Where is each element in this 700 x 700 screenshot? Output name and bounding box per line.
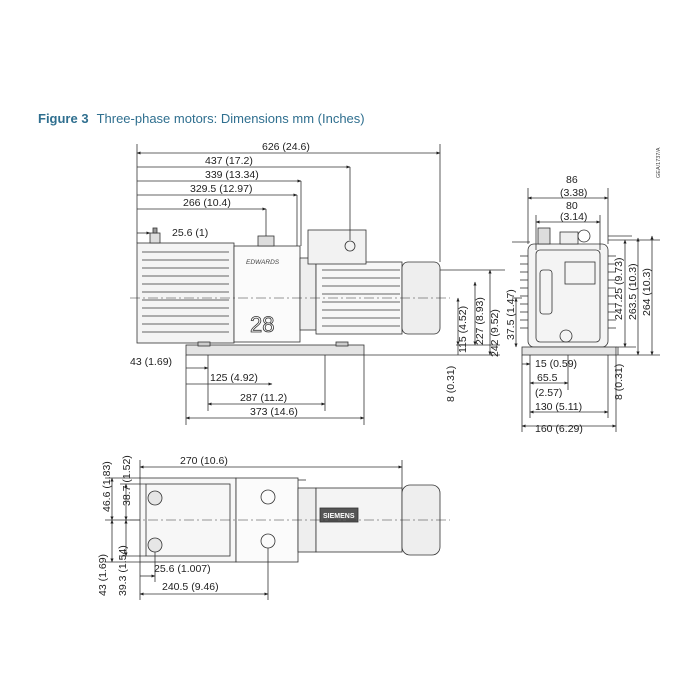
plan-view: SIEMENS: [105, 460, 450, 600]
dim-65-5: 65.5: [537, 372, 558, 384]
dim-339: 339 (13.34): [205, 169, 259, 181]
dim-437: 437 (17.2): [205, 155, 253, 167]
plan-top-dims: [139, 460, 403, 488]
pump-model-number: 28: [250, 312, 274, 337]
figure-caption: Figure 3 Three-phase motors: Dimensions m…: [38, 111, 365, 126]
dim-65-5-inch: (2.57): [535, 387, 562, 399]
side-view: EDWARDS 28: [130, 144, 505, 425]
end-top-dims: [527, 188, 609, 250]
dim-125: 125 (4.92): [210, 372, 258, 384]
side-bottom-dims: [185, 355, 365, 425]
dim-266: 266 (10.4): [183, 197, 231, 209]
pump-logo: EDWARDS: [246, 259, 280, 266]
end-left-dims: [512, 241, 530, 348]
side-top-dims: [136, 144, 441, 262]
dim-80: 80: [566, 200, 578, 212]
dim-46-6: 46.6 (1.83): [101, 461, 113, 512]
side-right-dims: [364, 269, 505, 356]
dim-373: 373 (14.6): [250, 406, 298, 418]
dim-86: 86: [566, 174, 578, 186]
dim-25-6-plan: 25.6 (1.007): [154, 563, 211, 575]
plan-body: [130, 477, 450, 563]
dim-130: 130 (5.11): [535, 401, 582, 413]
figure-title: Three-phase motors: Dimensions mm (Inche…: [96, 111, 365, 126]
dim-247-25: 247.25 (9.73): [613, 258, 625, 320]
dim-37-5: 37.5 (1.47): [505, 289, 517, 340]
dim-264: 264 (10.3): [641, 268, 653, 316]
dim-227: 227 (8.93): [474, 297, 486, 345]
dim-242: 242 (9.52): [489, 309, 501, 357]
dim-240-5: 240.5 (9.46): [162, 581, 219, 593]
pump-body: [130, 227, 450, 356]
dim-39-3: 39.3 (1.54): [117, 545, 129, 596]
plan-left-dims: [105, 477, 146, 563]
dim-86-inch: (3.38): [560, 187, 587, 199]
end-view-labels: 86 (3.38) 80 (3.14) 37.5 (1.47) 247.25 (…: [505, 174, 653, 435]
dim-8: 8 (0.31): [445, 366, 457, 402]
dim-43: 43 (1.69): [130, 356, 172, 368]
dim-15: 15 (0.59): [535, 358, 577, 370]
motor-brand-label: SIEMENS: [323, 513, 355, 520]
end-body: [520, 227, 617, 356]
dim-115: 115 (4.52): [457, 306, 469, 353]
dim-160: 160 (6.29): [535, 423, 583, 435]
dim-270: 270 (10.6): [180, 455, 228, 467]
dim-25-6: 25.6 (1): [172, 227, 208, 239]
end-right-dims: [608, 235, 660, 356]
end-view: [512, 188, 660, 432]
dim-8-end: 8 (0.31): [613, 364, 625, 400]
dim-329-5: 329.5 (12.97): [190, 183, 252, 195]
figure-label: Figure 3: [38, 111, 89, 126]
dim-43-plan: 43 (1.69): [97, 554, 109, 596]
plan-view-labels: 270 (10.6) 46.6 (1.83) 38.7 (1.52) 43 (1…: [97, 455, 228, 596]
dim-263-5: 263.5 (10.3): [627, 263, 639, 320]
dim-287: 287 (11.2): [240, 392, 287, 404]
dim-38-7: 38.7 (1.52): [121, 455, 133, 506]
dim-overall-length: 626 (24.6): [262, 141, 310, 153]
dim-80-inch: (3.14): [560, 211, 587, 223]
drawing-reference: GEA/1737/A: [656, 147, 662, 178]
plan-bottom-dims: [139, 548, 269, 600]
end-bottom-dims: [521, 355, 617, 432]
side-view-labels: 626 (24.6) 437 (17.2) 339 (13.34) 329.5 …: [130, 141, 501, 418]
